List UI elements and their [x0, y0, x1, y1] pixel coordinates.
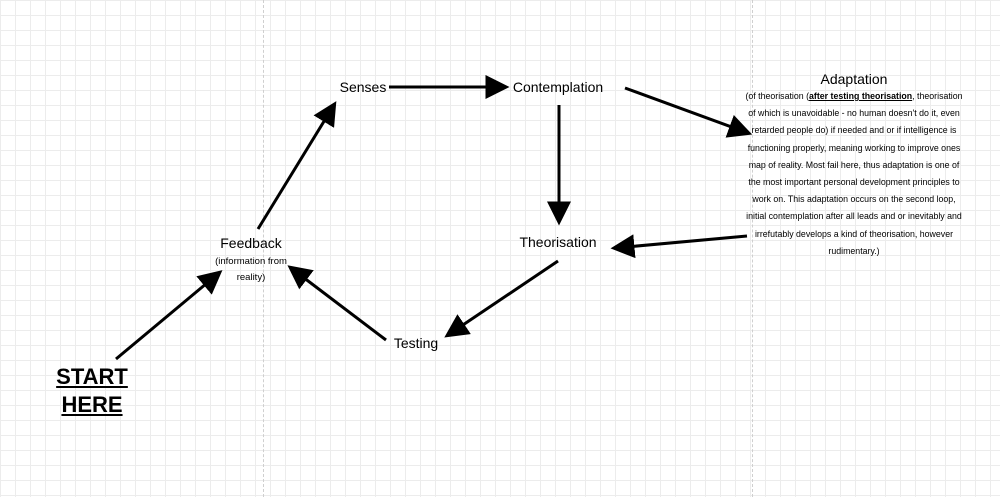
page-break-line [263, 0, 264, 497]
senses-node: Senses [323, 79, 403, 96]
feedback-node: Feedback (information from reality) [200, 235, 302, 286]
arrow-start-to-feedback [115, 270, 223, 361]
arrow-adaptation-to-theorisation [610, 234, 748, 259]
adaptation-node: Adaptation (of theorisation (after testi… [744, 71, 964, 260]
contemplation-label: Contemplation [512, 79, 604, 95]
start-here-label: START HERE [42, 363, 142, 419]
page-break-line [752, 0, 753, 497]
adaptation-note-after: , theorisation of which is unavoidable -… [746, 91, 963, 256]
senses-label: Senses [339, 79, 387, 95]
feedback-label: Feedback [220, 235, 282, 251]
arrow-feedback-to-senses [256, 101, 337, 230]
adaptation-note-emphasis: after testing theorisation [809, 91, 913, 101]
adaptation-note-before: (of theorisation ( [745, 91, 810, 101]
adaptation-note: (of theorisation (after testing theorisa… [744, 88, 964, 260]
theorisation-node: Theorisation [503, 234, 613, 251]
arrow-theorisation-to-testing [444, 259, 559, 338]
contemplation-node: Contemplation [498, 79, 618, 96]
arrow-testing-to-feedback [287, 265, 387, 342]
feedback-note: (information from reality) [215, 256, 287, 283]
testing-label: Testing [393, 335, 439, 351]
start-line-1: START [56, 364, 128, 389]
adaptation-label: Adaptation [820, 71, 888, 87]
start-line-2: HERE [61, 392, 123, 417]
theorisation-label: Theorisation [519, 234, 597, 250]
arrow-contemplation-to-adaptation [624, 86, 753, 138]
testing-node: Testing [376, 335, 456, 352]
